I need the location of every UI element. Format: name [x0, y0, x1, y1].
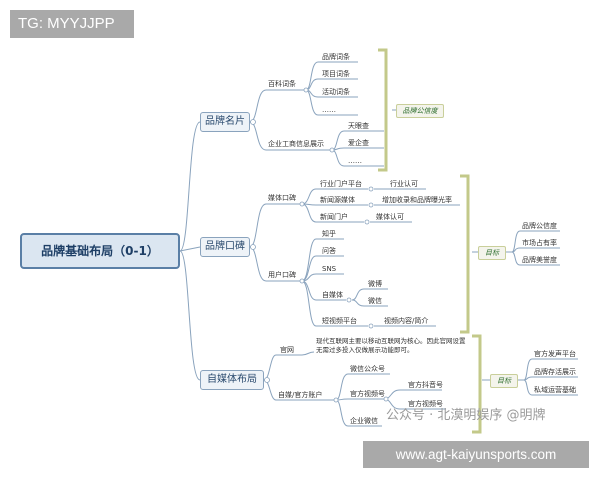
node-goal-item: 品牌公信度: [522, 222, 557, 230]
connector-b2-media: [249, 203, 267, 248]
node-user-item: 短视频平台: [322, 317, 357, 325]
bracket-b1: [378, 48, 388, 172]
goal-brand-credibility: 品牌公信度: [396, 104, 444, 118]
connector-b3-guanwang: [263, 354, 302, 381]
node-dot: [264, 377, 270, 383]
node-dot: [250, 119, 256, 125]
node-baike: 百科词条: [268, 80, 296, 88]
node-goal-item: 品牌存活展示: [534, 368, 576, 376]
node-dot: [250, 244, 256, 250]
node-account-item: 微信公众号: [350, 365, 385, 373]
node-media-item: 新闻源媒体: [320, 196, 355, 204]
node-media-result: 增加收录和品牌曝光率: [382, 196, 452, 204]
node-dot: [299, 201, 305, 207]
node-dot: [364, 219, 370, 225]
connector-b2-user: [249, 246, 267, 282]
node-media-item: 行业门户平台: [320, 180, 362, 188]
node-zimeiti-item: 微信: [368, 297, 382, 305]
node-dot: [303, 87, 309, 93]
root-node: 品牌基础布局（0-1）: [20, 233, 180, 269]
node-dot: [346, 297, 352, 303]
goal-b3: 目标: [490, 374, 518, 388]
branch-brand-reputation: 品牌口碑: [200, 237, 250, 257]
node-dot: [333, 397, 339, 403]
node-account-item: 企业微信: [350, 417, 378, 425]
node-media-reputation: 媒体口碑: [268, 194, 296, 202]
node-dot: [368, 186, 374, 192]
node-dot: [368, 323, 374, 329]
node-user-item: SNS: [322, 265, 337, 273]
node-guanwang: 官网: [280, 346, 294, 354]
node-user-reputation: 用户口碑: [268, 271, 296, 279]
bracket-b2: [460, 174, 470, 334]
node-video-item: 官方抖音号: [408, 381, 443, 389]
node-baike-item: 项目词条: [322, 70, 350, 78]
node-gongshang-item: ……: [348, 157, 362, 165]
branch-brand-card: 品牌名片: [200, 112, 250, 132]
node-baike-item: 活动词条: [322, 88, 350, 96]
node-gongshang-item: 爱企查: [348, 139, 369, 147]
goal-b2: 目标: [478, 246, 506, 260]
node-user-item: 知乎: [322, 230, 336, 238]
bracket-b3: [472, 334, 482, 434]
watermark-text: 公众号 · 北漠明娱序 @明牌: [386, 408, 546, 423]
node-video-item: 官方视频号: [408, 400, 443, 408]
connector-b1-baike: [249, 89, 267, 123]
node-zimeiti-item: 微博: [368, 280, 382, 288]
node-account-item: 官方视频号: [350, 390, 385, 398]
node-media-result: 行业认可: [390, 180, 418, 188]
node-baike-item: ……: [322, 106, 336, 114]
node-baike-item: 品牌词条: [322, 53, 350, 61]
connector-root-b2: [179, 246, 201, 252]
node-dot: [368, 202, 374, 208]
connector-b1-gongshang: [249, 121, 267, 151]
node-guanwang-desc: 现代互联网主要以移动互联网为核心。因此官网设置无需过多投入仅做展示功能即可。: [316, 337, 466, 354]
node-dot: [329, 147, 335, 153]
node-goal-item: 市场占有率: [522, 239, 557, 247]
node-goal-item: 品牌美誉度: [522, 256, 557, 264]
node-gongshang: 企业工商信息展示: [268, 140, 324, 148]
node-self-account: 自媒/官方账户: [278, 391, 323, 399]
node-gongshang-item: 天眼查: [348, 122, 369, 130]
node-user-item: 问答: [322, 247, 336, 255]
tg-tag-overlay: TG: MYYJJPP: [10, 10, 134, 38]
node-media-item: 新闻门户: [320, 213, 348, 221]
connector-root-b1: [179, 121, 201, 252]
node-video-result: 视频内容/简介: [384, 317, 429, 325]
branch-self-media: 自媒体布局: [200, 370, 264, 390]
url-banner: www.agt-kaiyunsports.com: [363, 441, 589, 468]
node-dot: [383, 396, 389, 402]
node-media-result: 媒体认可: [376, 213, 404, 221]
node-dot: [299, 278, 305, 284]
node-user-item: 自媒体: [322, 291, 343, 299]
node-goal-item: 官方发声平台: [534, 350, 576, 358]
node-goal-item: 私域运营基础: [534, 386, 576, 394]
connector-root-b3: [179, 250, 201, 381]
